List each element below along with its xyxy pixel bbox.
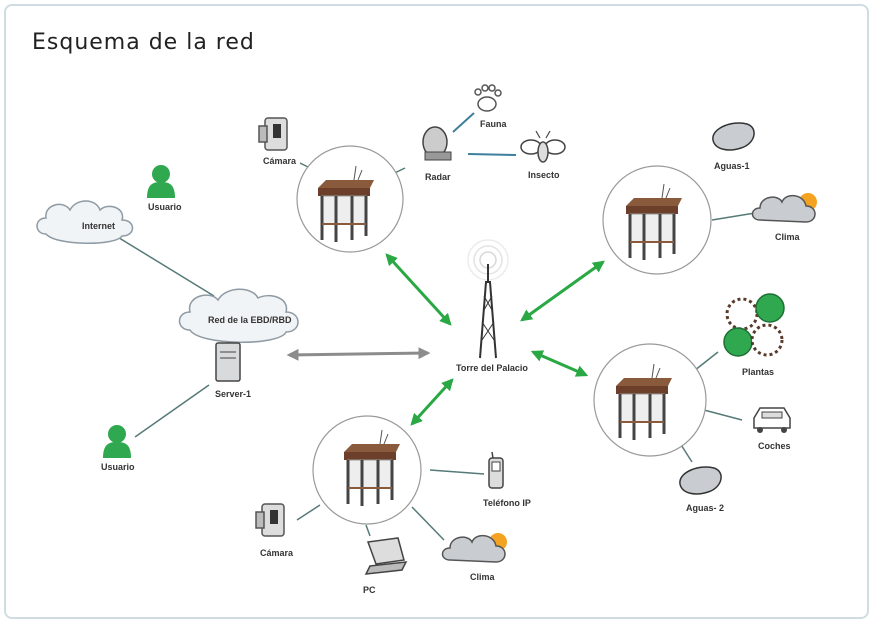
label-torre: Torre del Palacio [456,363,528,373]
label-telefono: Teléfono IP [483,498,531,508]
water-sample-icon [712,122,755,151]
arrow-torre-station-lower-right [530,350,589,377]
network-cloud-icon [178,288,299,343]
station-top [296,145,404,253]
plants-icon [723,293,785,357]
label-radar: Radar [425,172,451,182]
label-server: Server-1 [215,389,251,399]
label-aguas1: Aguas-1 [714,161,750,171]
laptop-icon [364,537,408,575]
label-usuario: Usuario [148,202,182,212]
link-station-coches [703,409,743,421]
camera-icon [258,117,288,151]
label-coches: Coches [758,441,791,451]
label-clima: Clima [470,572,496,582]
station-bottom [312,415,422,525]
server-icon [215,342,241,382]
page-title: Esquema de la red [32,30,255,55]
label-usuario: Usuario [101,462,135,472]
label-insecto: Insecto [528,170,560,180]
label-camara: Cámara [260,548,294,558]
arrow-server-torre [286,347,431,361]
sensor-links [452,112,517,156]
station-lower-right [593,343,707,457]
user-icon [147,165,175,198]
paw-icon [474,84,502,112]
link-station-pc [365,524,371,537]
link-station-clima [411,506,445,541]
water-sample-icon [679,466,722,495]
camera-icon [255,503,285,537]
car-icon [753,407,791,433]
arrow-torre-station-top [385,253,452,326]
link-camara-station [296,504,321,521]
link-station-clima [711,212,756,221]
label-camara: Cámara [263,156,297,166]
station-right [602,165,712,275]
label-aguas2: Aguas- 2 [686,503,724,513]
label-internet: Internet [82,221,115,231]
link-radar-fauna [452,112,475,133]
tower-icon [467,239,509,359]
user-icon [103,425,131,458]
label-pc: PC [363,585,376,595]
link-server-usuario [134,384,210,438]
label-clima: Clima [775,232,801,242]
node-labels: Internet Usuario Red de la EBD/RBD Serve… [82,119,801,595]
label-red: Red de la EBD/RBD [208,315,292,325]
arrow-torre-station-bottom [410,378,454,426]
radar-icon [422,126,452,161]
phone-icon [488,451,504,489]
arrow-torre-station-right [520,260,605,322]
link-radar-insecto [467,153,517,156]
climate-icon [441,532,508,563]
label-fauna: Fauna [480,119,507,129]
wireless-arrows [385,253,605,426]
label-plantas: Plantas [742,367,774,377]
climate-icon [751,192,818,223]
link-station-telefono [429,469,485,475]
insect-icon [520,130,566,163]
link-internet-red [115,235,215,297]
